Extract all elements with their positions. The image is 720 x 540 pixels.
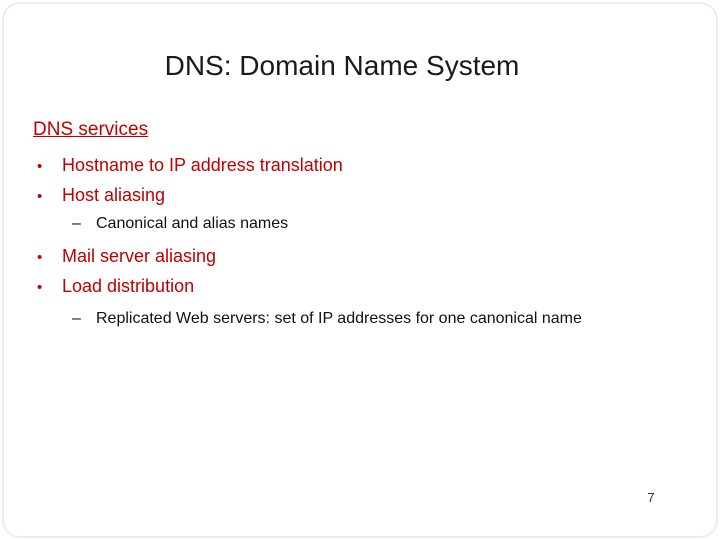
bullet-text: Hostname to IP address translation: [62, 155, 343, 175]
slide-body: DNS services • Hostname to IP address tr…: [33, 118, 692, 331]
bullet-item: • Load distribution: [33, 272, 692, 302]
bullet-text: Mail server aliasing: [62, 246, 217, 266]
section-header-dns-services: DNS services: [33, 119, 149, 140]
sub-bullet-text: Replicated Web servers: set of IP addres…: [96, 310, 582, 327]
bullet-dot-icon: •: [37, 188, 43, 205]
bullet-dot-icon: •: [37, 249, 43, 266]
sub-bullet-item: – Canonical and alias names: [72, 211, 692, 236]
slide-page-number: 7: [647, 490, 655, 505]
bullet-text: Host aliasing: [62, 185, 166, 205]
bullet-dot-icon: •: [37, 158, 43, 175]
bullet-item: • Host aliasing: [33, 181, 692, 211]
dash-marker-icon: –: [72, 215, 81, 232]
slide-title: DNS: Domain Name System: [164, 50, 520, 81]
bullet-dot-icon: •: [37, 279, 43, 296]
sub-bullet-item: – Replicated Web servers: set of IP addr…: [72, 306, 692, 331]
sub-bullet-text: Canonical and alias names: [96, 215, 289, 232]
bullet-item: • Mail server aliasing: [33, 242, 692, 272]
bullet-text: Load distribution: [62, 276, 195, 296]
bullet-item: • Hostname to IP address translation: [33, 151, 692, 181]
dash-marker-icon: –: [72, 310, 81, 327]
